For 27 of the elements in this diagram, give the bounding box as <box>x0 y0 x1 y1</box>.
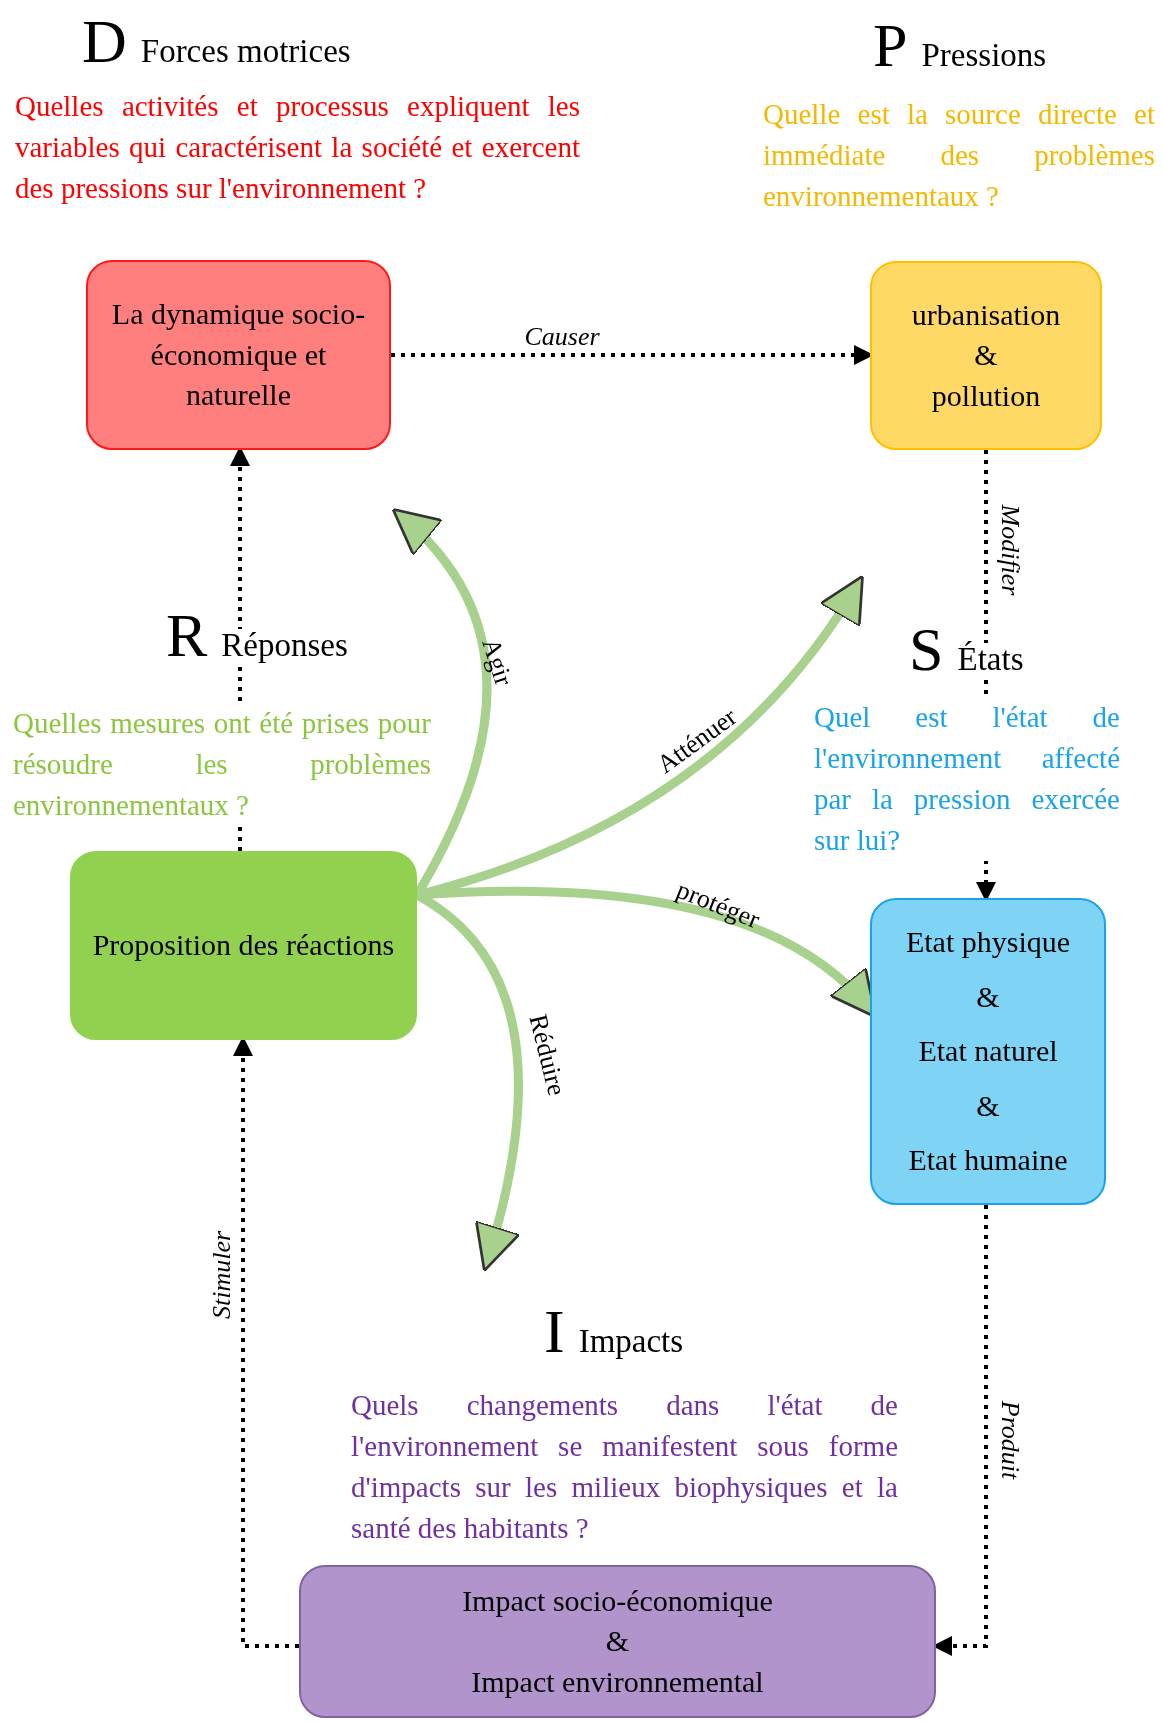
box-text: & <box>976 1087 1000 1124</box>
process-box <box>70 851 417 1040</box>
edge-label: Modifier <box>997 503 1023 598</box>
box-text: Impact environnemental <box>471 1663 764 1700</box>
guiding-question: Quel est l'état de l'environnement affecté par la pression exercée sur lui? <box>814 697 1120 861</box>
process-box <box>870 261 1102 450</box>
category-title: Réponses <box>221 629 348 662</box>
box-text: urbanisation <box>911 296 1061 333</box>
box-text: Etat humaine <box>908 1142 1068 1179</box>
category-title: États <box>957 643 1024 676</box>
edge-label: Produit <box>997 1399 1023 1482</box>
box-text: & <box>976 978 1000 1015</box>
process-box <box>870 898 1106 1205</box>
process-box <box>86 260 391 450</box>
box-text: pollution <box>931 377 1041 414</box>
edge-label: Agir <box>476 633 518 691</box>
edge-label: Réduire <box>523 1010 571 1101</box>
box-text: & <box>974 337 998 374</box>
box-text: Proposition des réactions <box>92 927 395 964</box>
edge-label: protéger <box>671 875 765 935</box>
box-text: Etat physique <box>905 924 1071 961</box>
box-text: Etat naturel <box>918 1033 1058 1070</box>
box-text: Impact socio-économique <box>462 1582 773 1619</box>
process-box <box>299 1565 936 1718</box>
box-text: & <box>605 1623 630 1660</box>
edge-label: Stimuler <box>209 1229 235 1322</box>
box-text: La dynamique socio-économique et naturelle <box>110 296 367 414</box>
